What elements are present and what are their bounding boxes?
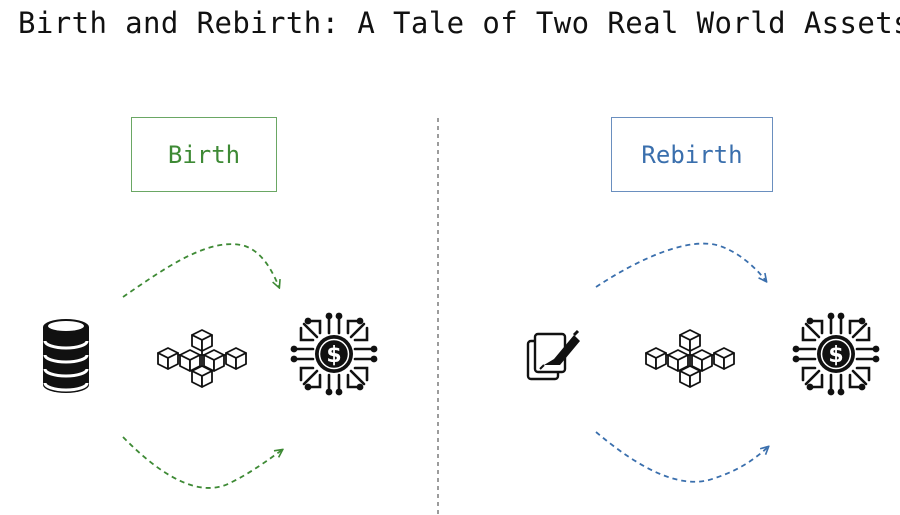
birth-label: Birth — [167, 140, 241, 169]
rebirth-arrow-bottom — [595, 431, 768, 483]
database-icon — [43, 319, 89, 393]
tokenized-asset-icon — [791, 311, 881, 397]
rebirth-label-box: Rebirth — [611, 117, 773, 192]
rebirth-arrow-top — [595, 242, 766, 288]
birth-arrow-top — [122, 243, 279, 298]
tokenized-asset-icon — [289, 311, 379, 397]
rebirth-label: Rebirth — [641, 140, 743, 169]
birth-arrow-bottom — [122, 436, 282, 489]
blockchain-icon — [158, 330, 246, 387]
document-signing-icon — [526, 329, 580, 381]
diagram-title: Birth and Rebirth: A Tale of Two Real Wo… — [18, 6, 900, 40]
blockchain-icon — [646, 330, 734, 387]
birth-label-box: Birth — [131, 117, 277, 192]
